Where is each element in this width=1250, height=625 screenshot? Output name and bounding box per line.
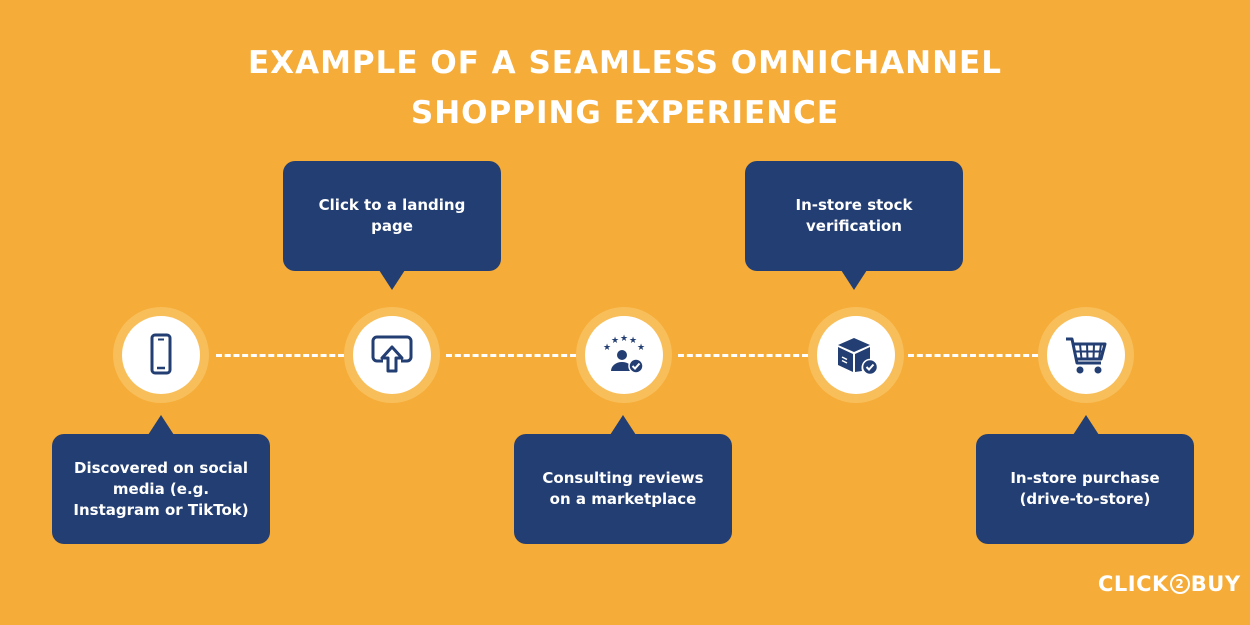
- step-1-node: [113, 307, 209, 403]
- svg-text:★: ★: [603, 343, 611, 353]
- step-4-bubble-tail: [841, 270, 867, 290]
- title-line-2: SHOPPING EXPERIENCE: [410, 95, 840, 131]
- smartphone-icon: [150, 333, 172, 375]
- step-5-label-line-2: (drive-to-store): [1019, 490, 1151, 508]
- step-1-bubble: Discovered on social media (e.g. Instagr…: [52, 434, 270, 544]
- step-4-bubble: In-store stock verification: [745, 161, 963, 271]
- step-4-node: [808, 307, 904, 403]
- step-3-node: ★ ★ ★ ★ ★: [576, 307, 672, 403]
- step-1-label-line-2: media (e.g.: [112, 479, 210, 498]
- package-check-icon: [838, 338, 879, 376]
- step-1-label-line-3: Instagram or TikTok): [73, 500, 249, 519]
- svg-text:★: ★: [637, 343, 645, 353]
- step-4-label-line-2: verification: [806, 217, 902, 235]
- step-5-bubble: In-store purchase (drive-to-store): [976, 434, 1194, 544]
- diagram-title: EXAMPLE OF A SEAMLESS OMNICHANNEL SHOPPI…: [0, 38, 1250, 138]
- connector-1-2: [216, 354, 344, 357]
- step-2-bubble: Click to a landing page: [283, 161, 501, 271]
- connector-2-3: [446, 354, 576, 357]
- step-1-bubble-tail: [148, 415, 174, 435]
- step-5-bubble-tail: [1073, 415, 1099, 435]
- click-arrow-icon: [371, 335, 413, 373]
- step-1-label-line-1: Discovered on social: [74, 458, 248, 477]
- step-3-label-line-1: Consulting reviews: [542, 469, 704, 487]
- click2buy-logo: CLICK 2 BUY: [1098, 572, 1241, 596]
- title-line-1: EXAMPLE OF A SEAMLESS OMNICHANNEL: [248, 45, 1002, 81]
- connector-3-4: [678, 354, 808, 357]
- svg-text:★: ★: [620, 334, 628, 344]
- connector-4-5: [908, 354, 1038, 357]
- step-5-node: [1038, 307, 1134, 403]
- step-2-label-line-1: Click to a landing: [318, 196, 466, 214]
- step-2-node: [344, 307, 440, 403]
- logo-pin-icon: 2: [1169, 574, 1190, 594]
- step-2-label-line-2: page: [371, 217, 413, 235]
- step-4-label-line-1: In-store stock: [795, 196, 913, 214]
- logo-text-right: BUY: [1190, 572, 1241, 596]
- svg-text:★: ★: [611, 336, 619, 346]
- step-3-bubble: Consulting reviews on a marketplace: [514, 434, 732, 544]
- svg-text:★: ★: [629, 336, 637, 346]
- step-5-label-line-1: In-store purchase: [1010, 469, 1160, 487]
- step-3-bubble-tail: [610, 415, 636, 435]
- logo-text-left: CLICK: [1098, 572, 1169, 596]
- reviews-icon: ★ ★ ★ ★ ★: [603, 334, 645, 374]
- step-3-label-line-2: on a marketplace: [549, 490, 697, 508]
- step-2-bubble-tail: [379, 270, 405, 290]
- shopping-cart-icon: [1066, 337, 1107, 374]
